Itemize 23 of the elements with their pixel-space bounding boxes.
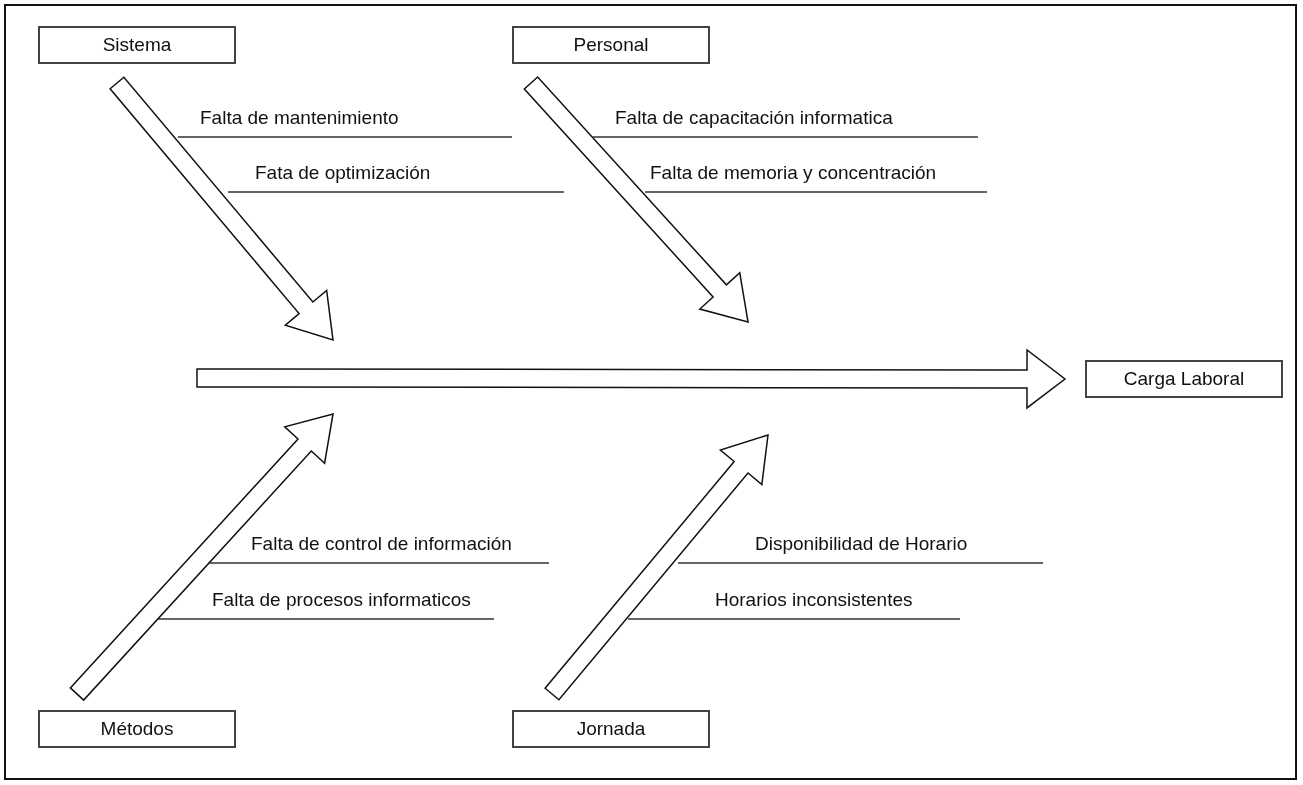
bone-arrow bbox=[523, 75, 749, 324]
cause-label: Disponibilidad de Horario bbox=[755, 533, 968, 555]
bone-arrow bbox=[109, 76, 334, 342]
cause-label: Horarios inconsistentes bbox=[715, 589, 913, 611]
cause-label: Falta de mantenimiento bbox=[200, 107, 399, 129]
box-label: Métodos bbox=[100, 718, 174, 740]
category-box bbox=[512, 710, 710, 748]
spine-arrow bbox=[196, 348, 1067, 410]
bone-arrow bbox=[69, 412, 334, 702]
cause-label: Fata de optimización bbox=[255, 162, 431, 184]
cause-label: Falta de procesos informaticos bbox=[212, 589, 471, 611]
cause-label: Falta de memoria y concentración bbox=[650, 162, 937, 184]
category-box bbox=[1085, 360, 1283, 398]
category-box bbox=[38, 710, 236, 748]
box-label: Carga Laboral bbox=[1123, 368, 1245, 390]
cause-label: Falta de control de información bbox=[251, 533, 512, 555]
category-box bbox=[512, 26, 710, 64]
category-box bbox=[38, 26, 236, 64]
box-label: Personal bbox=[573, 34, 649, 56]
cause-label: Falta de capacitación informatica bbox=[615, 107, 893, 129]
box-label: Sistema bbox=[102, 34, 172, 56]
box-label: Jornada bbox=[576, 718, 646, 740]
bone-arrow bbox=[544, 433, 769, 701]
